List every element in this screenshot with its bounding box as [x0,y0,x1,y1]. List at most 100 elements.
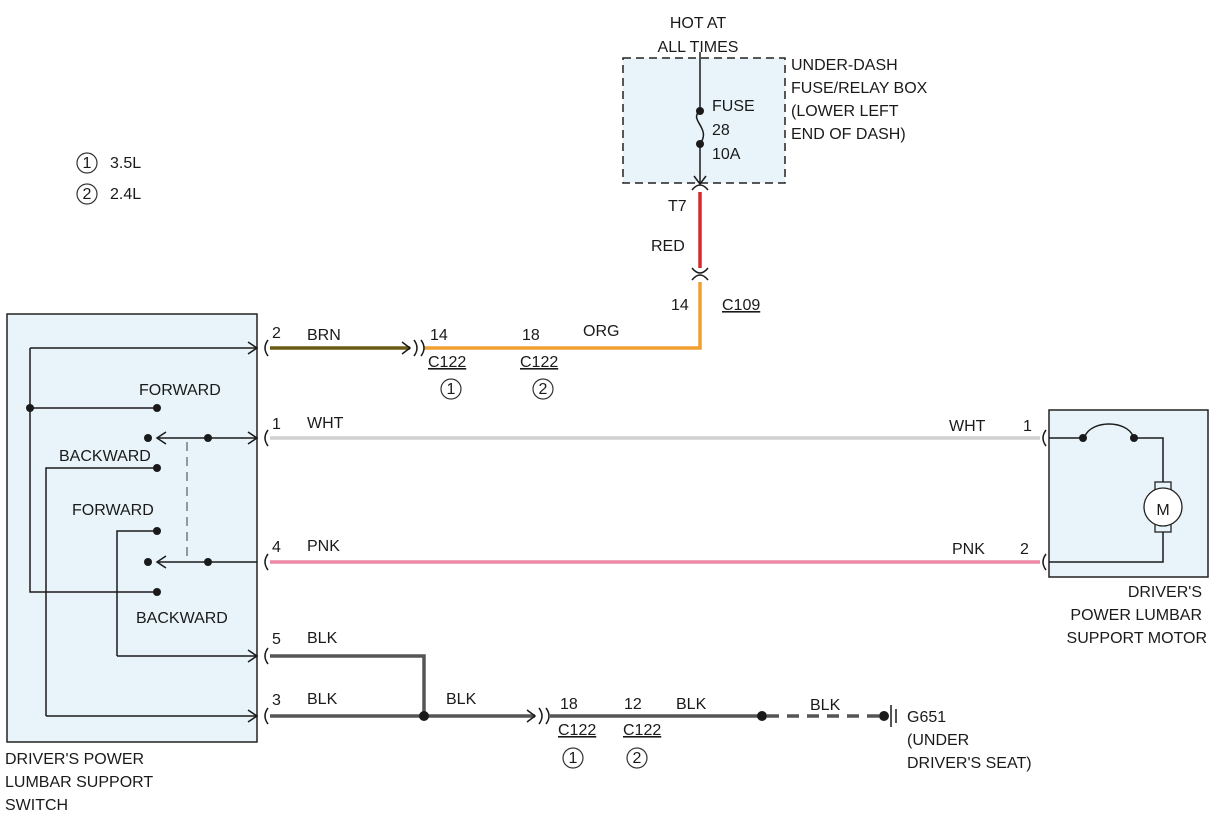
motor-title-1: DRIVER'S [1128,584,1202,601]
backward-lower-label: BACKWARD [136,610,228,627]
org-wire-label: ORG [583,323,619,340]
pin3-arrow-icon [247,709,259,723]
fuse-box-outline [622,57,786,184]
switch-title-2: LUMBAR SUPPORT [5,774,153,791]
c122-lower-name1: C122 [558,722,596,739]
blk-splice [419,711,429,721]
motor-pin1-connector-icon [1042,429,1047,447]
c122-lower-variant1: 1 [569,750,578,767]
pin1-node [204,434,212,442]
switch-backward-upper-line [45,467,157,716]
c122-lower-variant2: 2 [633,750,642,767]
pin5-connector-icon [264,647,269,665]
c122-upper-name2: C122 [520,354,558,371]
fuse-label: FUSE [712,98,755,115]
legend-label-1: 3.5L [110,155,141,172]
motor-title-2: POWER LUMBAR [1070,607,1202,624]
switch-bus-left [29,348,157,593]
blk-splice-label: BLK [446,691,477,708]
pin3-label: 3 [272,692,281,709]
pin5-arrow-icon [247,649,259,663]
motor-pin2-connector-icon [1042,553,1047,571]
c109-connector-upper-icon [691,267,709,274]
blk-junction [757,711,767,721]
fuse-box-label-4: END OF DASH) [791,126,906,143]
blk-wire-pin5 [270,654,426,716]
backward-upper-label: BACKWARD [59,448,151,465]
blk-wire-ground-label: BLK [810,697,841,714]
wht-wire-label-right: WHT [949,418,986,435]
legend-num-1: 1 [83,155,92,172]
legend-num-2: 2 [83,186,92,203]
pin4-connector-icon [264,553,269,571]
blk-wire-pin5-label: BLK [307,630,338,647]
motor-title-3: SUPPORT MOTOR [1067,630,1207,647]
motor-pin2-label: 2 [1020,541,1029,558]
motor-symbol: M [1156,502,1169,519]
fuse-box-label-2: FUSE/RELAY BOX [791,80,928,97]
c122-upper-variant1: 1 [447,381,456,398]
wht-wire-label-left: WHT [307,415,344,432]
all-times-label: ALL TIMES [658,39,739,56]
pin1-right-arrow-icon [247,431,259,445]
c122-lower-variant2-circle [626,747,648,769]
switch-node-a [26,404,34,412]
fuse-rating: 10A [712,146,741,163]
c122-lower-name2: C122 [623,722,661,739]
switch-forward-lower-line [116,530,157,656]
motor-icon [1143,487,1183,527]
legend-circle-2 [76,183,98,205]
ground-desc-2: DRIVER'S SEAT) [907,755,1032,772]
motor-line-pin2 [1049,532,1164,563]
motor-box [1048,409,1209,578]
pin1-left-arrow-icon [155,431,167,445]
pin2-connector-icon [264,339,269,357]
c109-connector-lower-icon [691,274,709,281]
c109-pin: 14 [671,297,689,314]
legend-circle-1 [76,152,98,174]
c122-upper-pin1: 14 [430,327,448,344]
lumbar-motor: 1 2 M DRIVER'S POWER LUMBAR SUPPORT MOTO… [1020,409,1209,647]
t7-label: T7 [668,198,687,215]
c122-upper-arrow-icon [401,341,412,355]
forward-upper-contact [153,404,161,412]
brn-wire-label: BRN [307,327,341,344]
common-lower-contact [144,558,152,566]
pin1-label: 1 [272,416,281,433]
ground-desc-1: (UNDER [907,732,969,749]
motor-pin1-label: 1 [1023,418,1032,435]
c122-lower-variant1-circle [562,747,584,769]
c122-upper-variant1-circle [440,378,462,400]
c122-upper-name1: C122 [428,354,466,371]
org-wire [424,282,702,350]
fuse-number: 28 [712,122,730,139]
pin3-connector-icon [264,707,269,725]
switch-box [6,313,258,743]
c122-upper-variant2-circle [532,378,554,400]
c122-lower-pin2: 12 [624,696,642,713]
circuit-breaker-icon [1084,423,1134,437]
pin4-left-arrow-icon [155,555,167,569]
motor-line-right [1134,437,1164,482]
hot-at-label: HOT AT [670,15,727,32]
c122-upper-connector-right-icon [420,339,425,357]
forward-lower-label: FORWARD [72,502,154,519]
c122-lower-connector-left-icon [538,707,543,725]
pin2-label: 2 [272,325,281,342]
pin1-connector-icon [264,429,269,447]
forward-upper-label: FORWARD [139,382,221,399]
common-upper-contact [144,434,152,442]
blk-wire-after-label: BLK [676,696,707,713]
legend: 1 3.5L 2 2.4L [76,152,141,205]
forward-lower-contact [153,527,161,535]
fuse-box-label-1: UNDER-DASH [791,57,898,74]
backward-lower-contact [153,588,161,596]
c122-lower-pin1: 18 [560,696,578,713]
red-wire-label: RED [651,238,685,255]
c122-upper-connector-left-icon [413,339,418,357]
c122-upper-labels: 14 C122 1 18 C122 2 [428,327,558,400]
pin4-node [204,558,212,566]
legend-label-2: 2.4L [110,186,141,203]
pnk-wire-label-left: PNK [307,538,340,555]
